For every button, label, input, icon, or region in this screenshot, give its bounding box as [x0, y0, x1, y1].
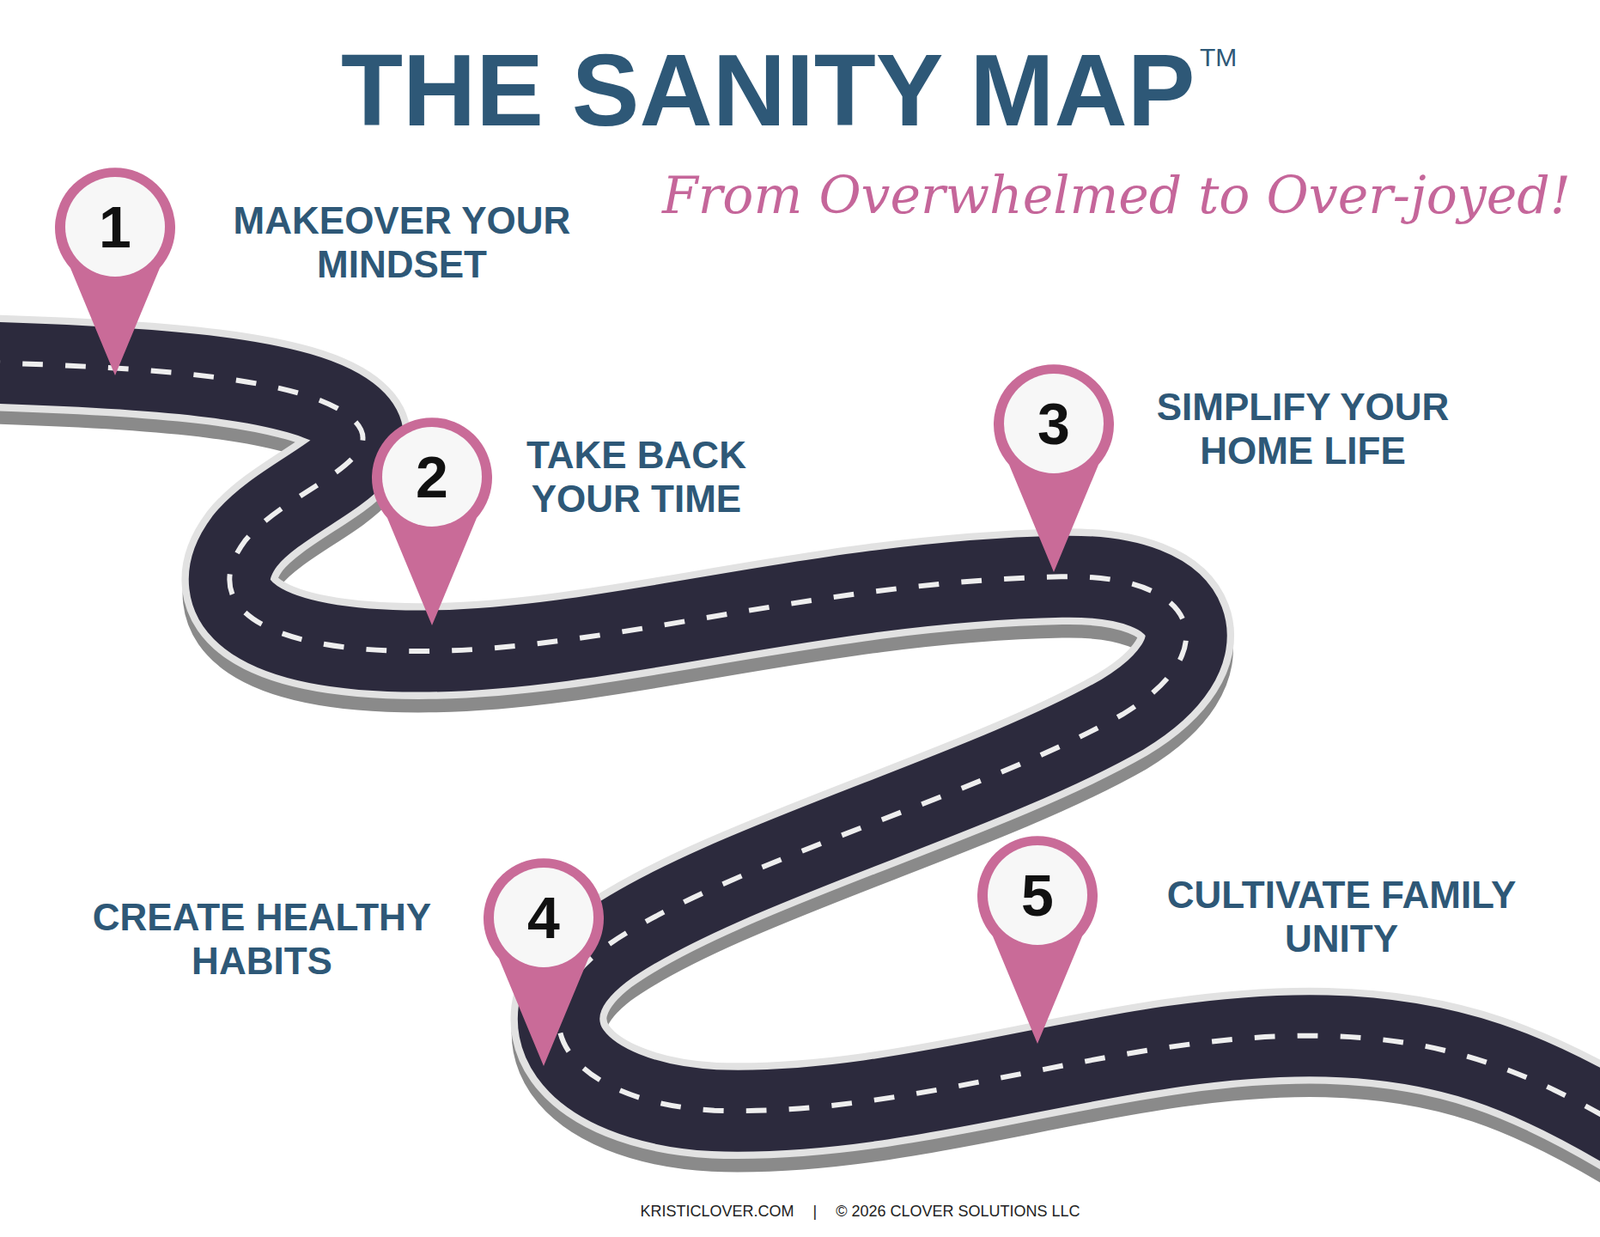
step-heading: TAKE BACK YOUR TIME: [494, 433, 779, 521]
road-surface: [0, 362, 1600, 1133]
footer: KRISTICLOVER.COM | © 2026 CLOVER SOLUTIONS…: [60, 1202, 1600, 1221]
footer-text: |: [812, 1202, 817, 1221]
callout-number: 2: [370, 414, 494, 539]
callout-number: 3: [991, 361, 1116, 486]
road-dashes: [0, 362, 1600, 1133]
map-pin: 3SIMPLIFY YOUR HOME LIFE: [991, 361, 1116, 572]
map-pin: 1MAKEOVER YOUR MINDSET: [53, 164, 177, 376]
footer-text: KRISTICLOVER.COM: [639, 1202, 794, 1221]
footer-text: © 2026 CLOVER SOLUTIONS LLC: [835, 1202, 1080, 1221]
step-heading: MAKEOVER YOUR MINDSET: [204, 199, 600, 286]
map-pin: 5CULTIVATE FAMILY UNITY: [975, 833, 1100, 1044]
trademark: TM: [1199, 42, 1237, 73]
title: THE SANITY MAP: [340, 39, 1195, 141]
map-pin: 4CREATE HEALTHY HABITS: [481, 855, 606, 1066]
callout-number: 1: [53, 164, 177, 289]
step-heading: SIMPLIFY YOUR HOME LIFE: [1113, 385, 1492, 473]
subtitle: From Overwhelmed to Over-joyed!: [662, 164, 1571, 226]
road-edge: [0, 362, 1600, 1133]
callout-number: 5: [975, 833, 1100, 957]
map-pin: 2TAKE BACK YOUR TIME: [370, 414, 494, 626]
callout-number: 4: [481, 855, 606, 980]
step-heading: CULTIVATE FAMILY UNITY: [1126, 873, 1557, 961]
step-heading: CREATE HEALTHY HABITS: [60, 895, 464, 983]
